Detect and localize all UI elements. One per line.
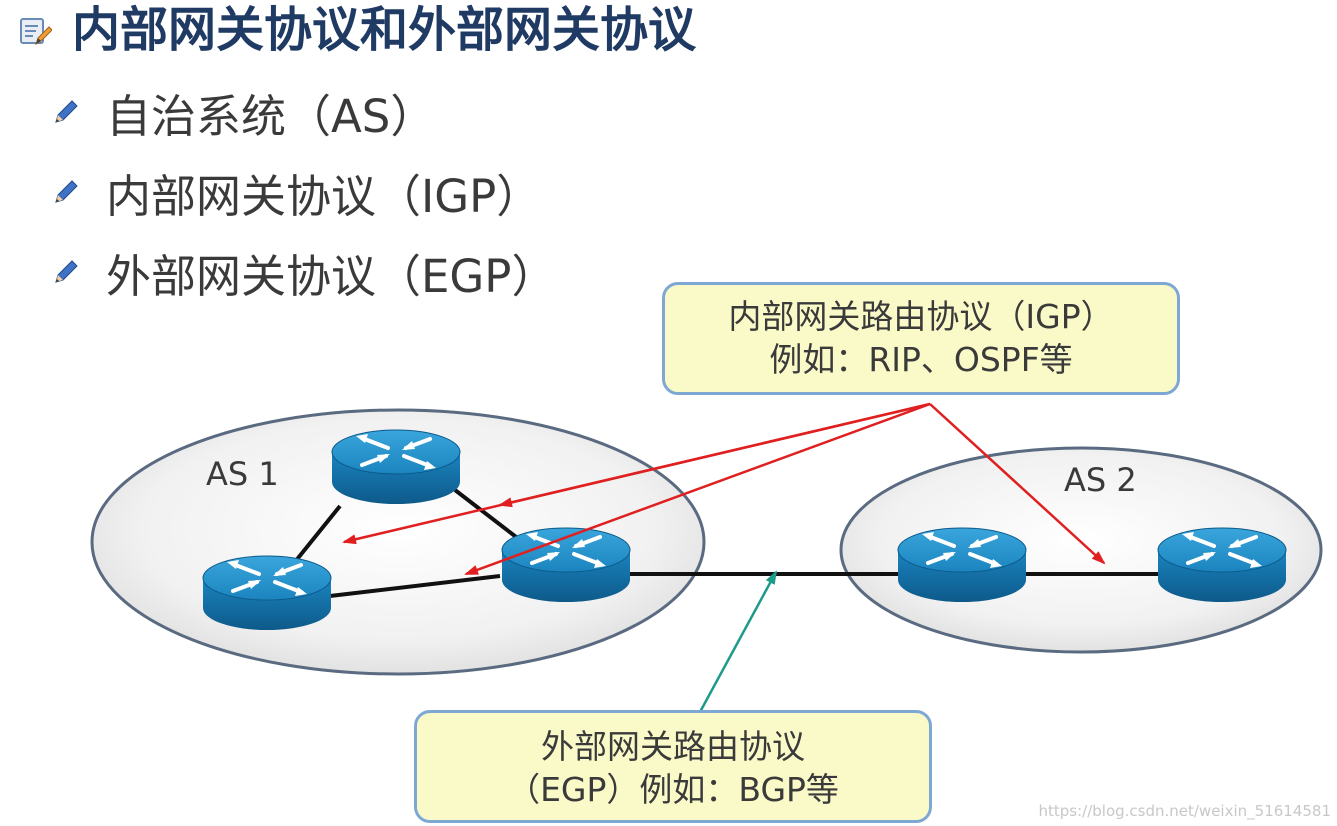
page-title: 内部网关协议和外部网关协议 xyxy=(72,2,697,58)
igp-callout-line1: 内部网关路由协议（IGP） xyxy=(728,297,1114,336)
bullet-igp: 内部网关协议（IGP） xyxy=(52,160,541,224)
router-as1-border xyxy=(500,526,632,604)
link-r1-r3 xyxy=(453,488,522,542)
igp-arrow-4 xyxy=(929,403,1106,565)
router-as1-top xyxy=(330,428,462,506)
bullet-text: 内部网关协议（IGP） xyxy=(106,169,542,223)
egp-arrow xyxy=(698,570,778,713)
router-as1-left xyxy=(201,554,333,632)
igp-callout: 内部网关路由协议（IGP） 例如：RIP、OSPF等 xyxy=(662,282,1180,395)
pencil-icon xyxy=(55,100,78,123)
bullet-egp: 外部网关协议（EGP） xyxy=(52,240,556,304)
bullet-text: 自治系统（AS） xyxy=(106,89,436,143)
router-as2-right xyxy=(1156,526,1288,604)
notepad-pencil-icon xyxy=(20,18,52,46)
router-as2-border xyxy=(896,526,1028,604)
pencil-icon xyxy=(55,180,78,203)
egp-callout-line1: 外部网关路由协议 xyxy=(541,727,805,766)
pencil-icon xyxy=(55,260,78,283)
link-r2-r3 xyxy=(329,574,501,598)
egp-callout-line2: （EGP）例如：BGP等 xyxy=(507,770,839,809)
link-r1-r2 xyxy=(288,504,342,570)
bullet-as: 自治系统（AS） xyxy=(52,80,435,144)
as1-label: AS 1 xyxy=(206,455,279,493)
bullet-text: 外部网关协议（EGP） xyxy=(106,249,557,303)
as2-label: AS 2 xyxy=(1064,461,1137,499)
igp-arrow-2 xyxy=(342,402,931,545)
igp-callout-line2: 例如：RIP、OSPF等 xyxy=(769,340,1073,379)
watermark: https://blog.csdn.net/weixin_51614581 xyxy=(1038,802,1331,820)
egp-callout: 外部网关路由协议 （EGP）例如：BGP等 xyxy=(414,710,932,823)
igp-arrow-3 xyxy=(464,402,931,576)
